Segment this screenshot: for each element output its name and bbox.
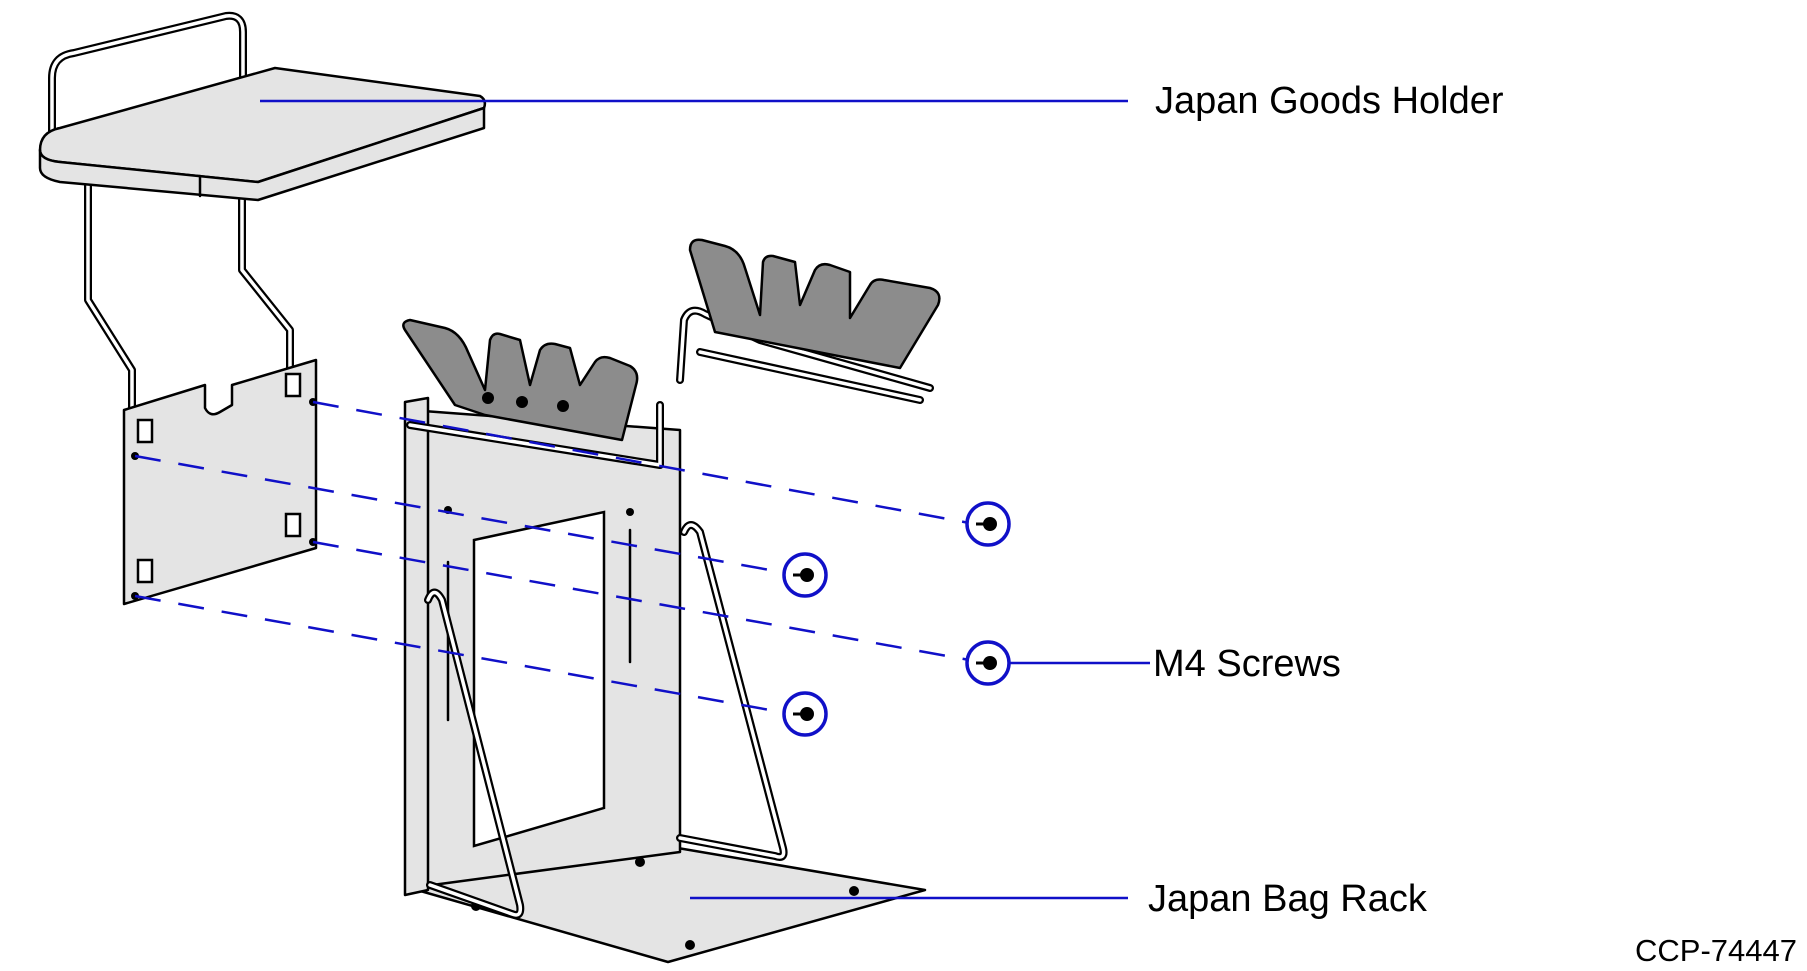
- bag-rack-part: [402, 238, 941, 964]
- goods-holder-label: Japan Goods Holder: [1155, 80, 1504, 122]
- figure-code: CCP-74447: [1635, 933, 1797, 968]
- alignment-line: [312, 540, 976, 663]
- goods-holder-part: [38, 11, 487, 606]
- plate-slot: [284, 372, 302, 398]
- alignment-line: [312, 400, 976, 526]
- screw: [782, 691, 828, 737]
- plate-slot: [136, 418, 154, 444]
- rack-window: [472, 510, 606, 848]
- plate-slot: [136, 558, 154, 584]
- bag-rack-label: Japan Bag Rack: [1148, 878, 1428, 920]
- screw: [965, 501, 1011, 547]
- screw: [965, 640, 1011, 686]
- alignment-line: [134, 594, 793, 716]
- alignment-lines: [134, 400, 976, 716]
- screws-label: M4 Screws: [1153, 643, 1341, 685]
- alignment-line: [134, 454, 793, 576]
- screw: [782, 552, 828, 598]
- plate-slot: [284, 512, 302, 538]
